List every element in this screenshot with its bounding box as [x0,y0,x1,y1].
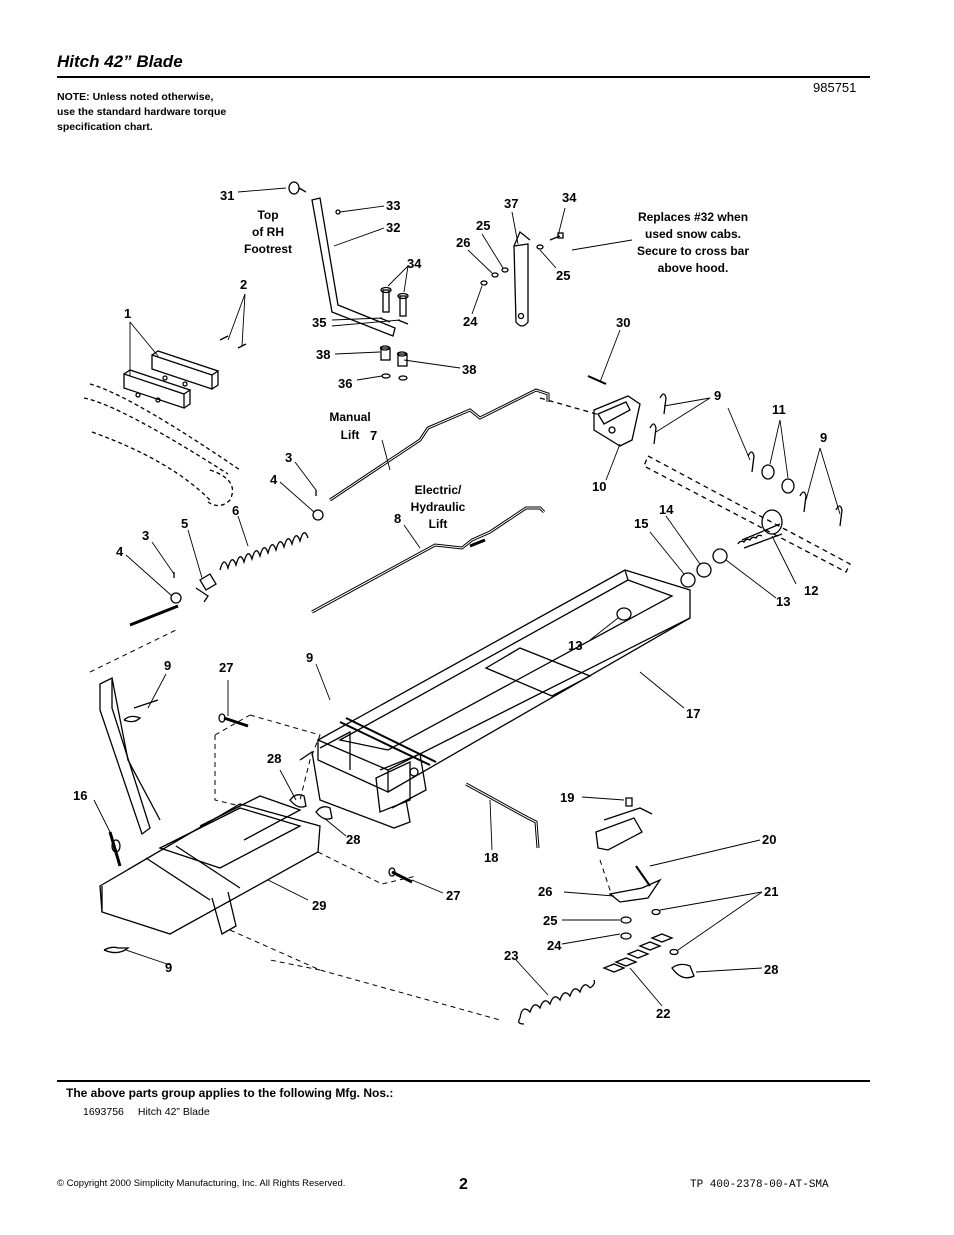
callout-16: 16 [73,788,87,803]
label-electric-lift-line: Electric/ [415,483,462,497]
label-rh-footrest-line: Top [257,208,278,222]
callout-32: 32 [386,220,400,235]
callout-9: 9 [714,388,721,403]
callout-37: 37 [504,196,518,211]
label-replaces-line: Secure to cross bar [637,244,749,258]
label-rh-footrest-line: of RH [252,225,284,239]
note-line: use the standard hardware torque [57,106,227,118]
callout-14: 14 [659,502,674,517]
callout-25: 25 [556,268,570,283]
callout-3: 3 [142,528,149,543]
lift-arm-assembly-drawing [539,375,851,588]
callout-23: 23 [504,948,518,963]
page-title: Hitch 42” Blade [57,52,183,71]
copyright: © Copyright 2000 Simplicity Manufacturin… [57,1178,346,1189]
callout-8: 8 [394,511,401,526]
callout-1: 1 [124,306,131,321]
callout-28: 28 [267,751,281,766]
lift-spring-drawing [129,490,324,627]
manual-lift-rod-drawing [329,388,550,502]
hitch-weldment-drawing [99,676,413,954]
chain-assembly-drawing [518,797,695,1025]
document-number: 985751 [813,80,857,95]
page-number: 2 [459,1176,468,1193]
callout-34: 34 [562,190,577,205]
callout-20: 20 [762,832,776,847]
label-electric-lift-line: Hydraulic [411,500,466,514]
blade-frame-drawing [299,569,691,829]
callout-36: 36 [338,376,352,391]
label-replaces-line: above hood. [658,261,729,275]
label-rh-footrest-line: Footrest [244,242,292,256]
callout-24: 24 [547,938,562,953]
mount-blocks-drawing [83,335,247,507]
callout-26: 26 [538,884,552,899]
callout-15: 15 [634,516,648,531]
label-replaces-line: used snow cabs. [645,227,741,241]
callout-28: 28 [764,962,778,977]
callout-9: 9 [820,430,827,445]
callout-25: 25 [476,218,490,233]
leader-lines [93,187,841,1007]
callout-12: 12 [804,583,818,598]
callout-4: 4 [270,472,278,487]
callout-5: 5 [181,516,188,531]
callout-9: 9 [164,658,171,673]
callout-35: 35 [312,315,326,330]
callout-27: 27 [219,660,233,675]
callout-13: 13 [776,594,790,609]
mfg-number: 1693756 [83,1106,124,1118]
label-manual-lift-line: Lift [341,428,360,442]
callout-7: 7 [370,428,377,443]
note-line: NOTE: Unless noted otherwise, [57,91,214,103]
callout-11: 11 [772,402,786,417]
snow-cab-bracket-drawing [480,230,564,327]
footer-rule [57,1080,870,1082]
parts-diagram: 31 33 32 34 35 38 36 38 2 1 37 34 25 26 … [73,181,851,1025]
label-electric-lift-line: Lift [429,517,448,531]
label-manual-lift-line: Manual [329,410,370,424]
label-replaces-line: Replaces #32 when [638,210,748,224]
stop-rod-drawing [465,782,540,849]
callout-27: 27 [446,888,460,903]
callout-24: 24 [463,314,478,329]
callout-9: 9 [165,960,172,975]
callout-10: 10 [592,479,606,494]
mfg-description: Hitch 42” Blade [137,1106,210,1118]
note-line: specification chart. [57,121,153,133]
callout-18: 18 [484,850,498,865]
callout-21: 21 [764,884,778,899]
callout-38: 38 [316,347,330,362]
callout-6: 6 [232,503,239,518]
callout-25: 25 [543,913,557,928]
callout-17: 17 [686,706,700,721]
electric-lift-rod-drawing [311,506,546,614]
callout-2: 2 [240,277,247,292]
callout-13: 13 [568,638,582,653]
header-rule [57,76,870,78]
callout-29: 29 [312,898,326,913]
callout-numbers: 31 33 32 34 35 38 36 38 2 1 37 34 25 26 … [73,188,827,1021]
callout-19: 19 [560,790,574,805]
callout-30: 30 [616,315,630,330]
callout-26: 26 [456,235,470,250]
callout-34: 34 [407,256,422,271]
tp-number: TP 400-2378-00-AT-SMA [690,1179,829,1191]
callout-4: 4 [116,544,124,559]
callout-22: 22 [656,1006,670,1021]
callout-31: 31 [220,188,234,203]
callout-33: 33 [386,198,400,213]
applies-heading: The above parts group applies to the fol… [66,1086,394,1100]
assembly-guide-lines [89,629,613,1021]
callout-9: 9 [306,650,313,665]
callout-28: 28 [346,832,360,847]
torque-note: NOTE: Unless noted otherwise, use the st… [57,90,287,135]
mfg-number-row: 1693756 Hitch 42” Blade [83,1106,224,1118]
callout-38: 38 [462,362,476,377]
callout-3: 3 [285,450,292,465]
